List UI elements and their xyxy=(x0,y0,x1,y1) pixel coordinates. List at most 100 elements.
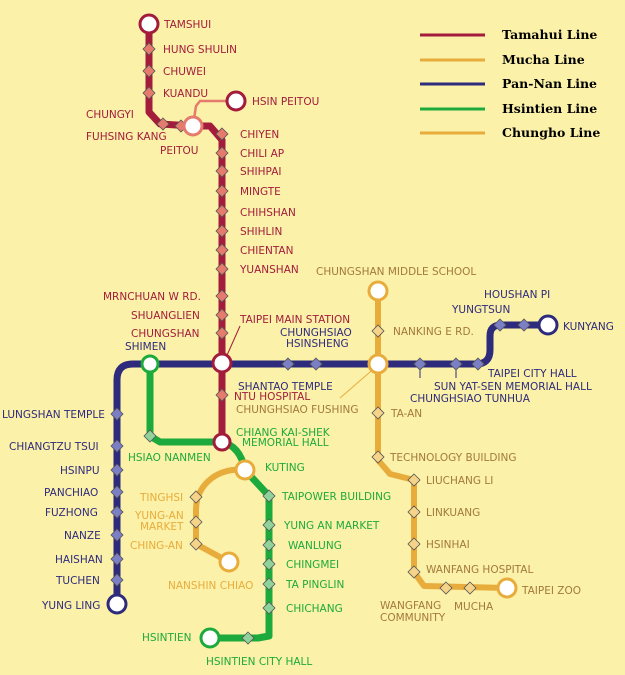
station-chunghsiao-tunhua-marker[interactable] xyxy=(413,357,427,371)
chungshan-ms-terminal[interactable] xyxy=(367,280,389,302)
station-shihpai-marker[interactable] xyxy=(215,164,229,178)
legend-label: Chungho Line xyxy=(502,125,600,140)
label-shimen: SHIMEN xyxy=(125,341,166,353)
station-hsiao-nanmen-marker[interactable] xyxy=(143,429,157,443)
legend-item-pan-nan[interactable]: Pan-Nan Line xyxy=(420,76,597,91)
station-houshan-pi-marker[interactable] xyxy=(517,318,531,332)
legend-item-chungho[interactable]: Chungho Line xyxy=(420,125,600,140)
label-chungshan-ms: CHUNGSHAN MIDDLE SCHOOL xyxy=(316,266,476,278)
legend-item-hsintien[interactable]: Hsintien Line xyxy=(420,101,597,116)
label-technology: TECHNOLOGY BUILDING xyxy=(389,452,517,464)
station-taipei-city-hall-marker[interactable] xyxy=(471,357,485,371)
legend-item-mucha[interactable]: Mucha Line xyxy=(420,52,585,67)
kunyang-terminal[interactable] xyxy=(537,314,559,336)
label-wanfang-comm-1: WANGFANG xyxy=(380,600,441,612)
label-wanfang-comm-2: COMMUNITY xyxy=(380,612,446,624)
label-fuzhong: FUZHONG xyxy=(45,507,98,519)
station-yung-an-market-marker[interactable] xyxy=(262,518,276,532)
label-chili-ap: CHILI AP xyxy=(240,148,284,160)
station-kuandu-marker[interactable] xyxy=(142,86,156,100)
station-hsinhai-marker[interactable] xyxy=(407,537,421,551)
station-wanfang-community-marker[interactable] xyxy=(439,581,453,595)
station-ntu-hospital-marker[interactable] xyxy=(215,388,229,402)
station-shantao-marker[interactable] xyxy=(309,357,323,371)
station-chihshan-marker[interactable] xyxy=(215,204,229,218)
label-chingmei: CHINGMEI xyxy=(286,559,339,571)
label-nanking: NANKING E RD. xyxy=(393,326,474,338)
label-yung-an-l-1: YUNG-AN xyxy=(134,510,184,522)
station-liuchang-marker[interactable] xyxy=(407,473,421,487)
station-chichang-marker[interactable] xyxy=(262,601,276,615)
label-chungyi: CHUNGYI xyxy=(86,109,134,121)
nanshin-chiao-terminal[interactable] xyxy=(218,551,240,573)
station-fuzhong-marker[interactable] xyxy=(110,505,124,519)
station-wanfang-hospital-marker[interactable] xyxy=(407,565,421,579)
station-sun-yat-sen-marker[interactable] xyxy=(449,357,463,371)
label-yung-an-market: YUNG AN MARKET xyxy=(283,520,380,532)
station-yuanshan-marker[interactable] xyxy=(215,262,229,276)
station-wanlung-marker[interactable] xyxy=(262,538,276,552)
station-chingmei-marker[interactable] xyxy=(262,557,276,571)
station-mingte-marker[interactable] xyxy=(215,184,229,198)
label-hsintien-city-hall: HSINTIEN CITY HALL xyxy=(206,656,312,668)
station-chunghsiao-hsinsheng-marker[interactable] xyxy=(281,357,295,371)
station-chungyi-marker[interactable] xyxy=(156,117,170,131)
station-mucha-marker[interactable] xyxy=(463,581,477,595)
station-tinghsi-marker[interactable] xyxy=(189,490,203,504)
station-ching-an-marker[interactable] xyxy=(189,537,203,551)
label-ta-pinglin: TA PINGLIN xyxy=(285,579,344,591)
peitou-transfer[interactable] xyxy=(182,115,204,137)
station-chungshan-marker[interactable] xyxy=(215,326,229,340)
station-yung-an-market-l-marker[interactable] xyxy=(189,515,203,529)
label-sun-yat-sen: SUN YAT-SEN MEMORIAL HALL xyxy=(434,381,592,393)
station-nanking-marker[interactable] xyxy=(371,324,385,338)
station-ta-pinglin-marker[interactable] xyxy=(262,577,276,591)
label-shihlin: SHIHLIN xyxy=(240,226,282,238)
station-chiyen-marker[interactable] xyxy=(215,127,229,141)
station-shuanglien-marker[interactable] xyxy=(215,308,229,322)
station-hsintien-city-hall-marker[interactable] xyxy=(241,631,255,645)
label-chunghsiao-tunhua: CHUNGHSIAO TUNHUA xyxy=(410,393,531,405)
yung-ling-terminal[interactable] xyxy=(106,593,128,615)
station-ta-an-marker[interactable] xyxy=(371,406,385,420)
label-chungshan: CHUNGSHAN xyxy=(131,328,200,340)
label-chiyen: CHIYEN xyxy=(240,129,279,141)
taipei-main-transfer[interactable] xyxy=(211,352,233,374)
station-hsinpu-marker[interactable] xyxy=(110,463,124,477)
station-haishan-marker[interactable] xyxy=(110,552,124,566)
label-hsiao-nanmen: HSIAO NANMEN xyxy=(128,452,211,464)
station-hung-shulin-marker[interactable] xyxy=(142,42,156,56)
hsintien-terminal[interactable] xyxy=(199,627,221,649)
station-chuwei-marker[interactable] xyxy=(142,64,156,78)
chiang-kai-shek-transfer[interactable] xyxy=(212,432,232,452)
tamshui-terminal[interactable] xyxy=(138,13,160,35)
station-technology-marker[interactable] xyxy=(371,450,385,464)
legend-label: Tamahui Line xyxy=(502,27,597,42)
shimen-transfer[interactable] xyxy=(140,354,160,374)
legend-label: Mucha Line xyxy=(502,52,585,67)
station-tuchen-marker[interactable] xyxy=(110,573,124,587)
chunghsiao-fushing-transfer[interactable] xyxy=(367,353,389,375)
label-chichang: CHICHANG xyxy=(286,603,343,615)
station-nanze-marker[interactable] xyxy=(110,528,124,542)
station-shihlin-marker[interactable] xyxy=(215,224,229,238)
station-taipower-marker[interactable] xyxy=(262,489,276,503)
station-chiangtzu-marker[interactable] xyxy=(110,439,124,453)
label-shantao: SHANTAO TEMPLE xyxy=(238,381,333,393)
kuting-transfer[interactable] xyxy=(234,459,256,481)
taipei-zoo-terminal[interactable] xyxy=(496,577,518,599)
station-linkuang-marker[interactable] xyxy=(407,505,421,519)
station-lungshan-marker[interactable] xyxy=(110,407,124,421)
station-chili-ap-marker[interactable] xyxy=(215,146,229,160)
label-nanze: NANZE xyxy=(64,530,101,542)
hsin-peitou-terminal[interactable] xyxy=(225,90,247,112)
station-chientan-marker[interactable] xyxy=(215,243,229,257)
station-yungtsun-marker[interactable] xyxy=(493,318,507,332)
legend-item-tamahui[interactable]: Tamahui Line xyxy=(420,27,597,42)
label-hsin-peitou: HSIN PEITOU xyxy=(252,96,319,108)
label-chunghsiao-hsinsheng-2: HSINSHENG xyxy=(286,338,349,350)
label-panchiao: PANCHIAO xyxy=(44,487,98,499)
station-mrnchuan-marker[interactable] xyxy=(215,289,229,303)
station-panchiao-marker[interactable] xyxy=(110,485,124,499)
label-kunyang: KUNYANG xyxy=(563,321,614,333)
